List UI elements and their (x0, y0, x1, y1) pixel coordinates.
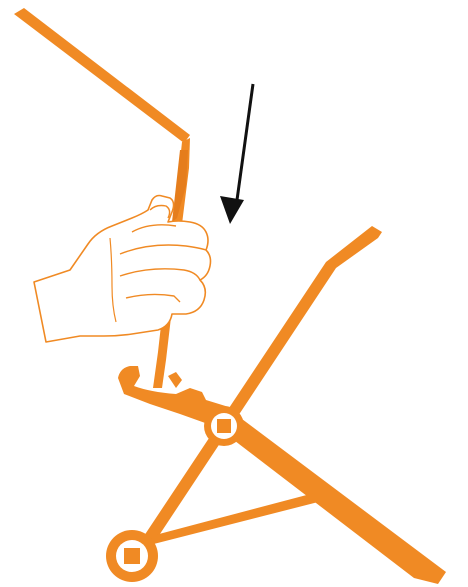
cross-brace-tube (138, 492, 326, 548)
hand-icon (33, 194, 212, 343)
hinge-lock-icon (204, 406, 244, 446)
arrow-down-icon (220, 83, 255, 224)
arrow-shaft (235, 83, 255, 201)
arrow-head (220, 196, 244, 224)
thumb-line (149, 204, 171, 219)
cross-brace (138, 492, 326, 548)
release-lever-hook (168, 372, 182, 388)
finger-line-3 (119, 268, 201, 281)
release-lever (118, 366, 232, 424)
finger-line-1 (131, 224, 177, 233)
release-lever-body (118, 366, 232, 424)
upper-handle-bar (14, 8, 190, 143)
hinge-square (217, 419, 231, 433)
hand-outline (33, 194, 212, 343)
finger-line-2 (119, 244, 207, 255)
palm-line (109, 237, 117, 323)
finger-line-4 (125, 293, 181, 303)
rear-leg-tube (136, 226, 382, 552)
release-stem-highlight (172, 150, 188, 222)
wheel-joint-square (124, 548, 140, 564)
rear-leg (136, 226, 382, 552)
front-leg-tube (205, 410, 446, 584)
front-leg (205, 410, 446, 584)
wheel-joint-icon (106, 530, 158, 582)
upper-handle-tube (14, 8, 190, 143)
